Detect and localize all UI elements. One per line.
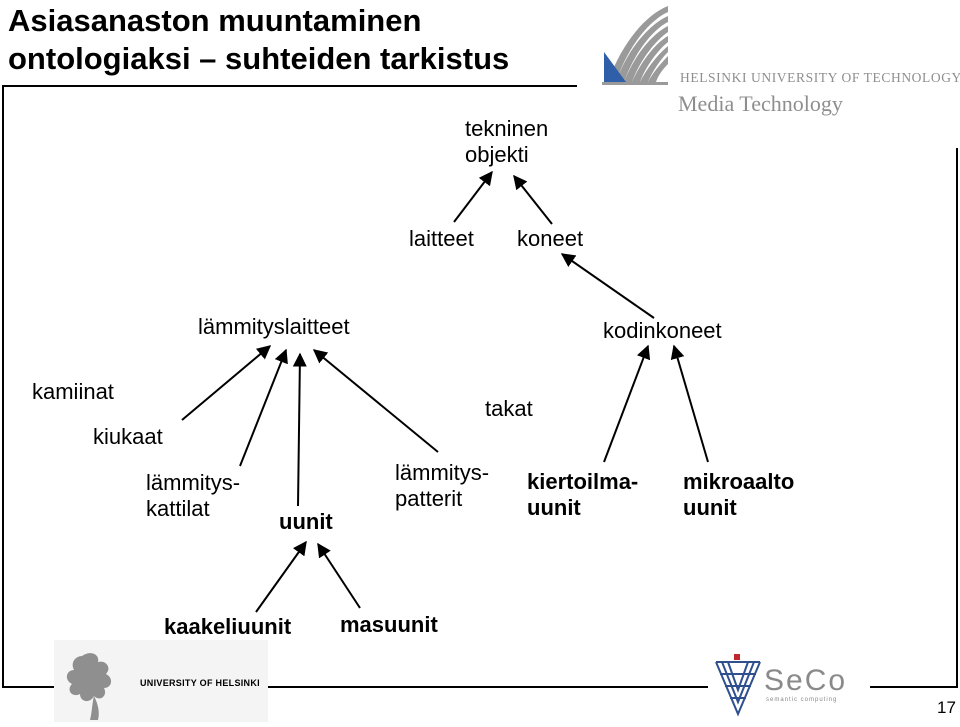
arrow-masuunit-to-uunit: [317, 542, 361, 609]
seco-logo-text: SeCo: [764, 664, 848, 697]
arrow-kiertoilmauunit-to-kodinkoneet: [603, 344, 651, 463]
node-tekninen-objekti-line1: tekninen: [465, 116, 549, 141]
node-lammityspatterit: lämmitys- patterit: [395, 460, 489, 512]
page-number: 17: [937, 698, 956, 717]
arrow-lammityspatterit-to-lammityslaitteet: [312, 349, 439, 453]
node-lammityspatterit-line1: lämmitys-: [395, 460, 490, 485]
node-tekninen-objekti-line2: objekti: [465, 142, 529, 167]
node-takat: takat: [485, 396, 533, 421]
node-uunit: uunit: [279, 509, 333, 534]
arrow-kodinkoneet-to-koneet: [560, 253, 655, 319]
uh-logo-icon: [54, 640, 268, 722]
node-kiertoilmauunit: kiertoilma- uunit: [527, 469, 638, 521]
node-lammityskattilat-line1: lämmitys-: [146, 470, 241, 495]
node-mikroaaltouunit-line2: uunit: [683, 495, 737, 520]
hut-logo-text: HELSINKI UNIVERSITY OF TECHNOLOGY: [680, 70, 960, 85]
arrow-lammityskattilat-to-lammityslaitteet: [239, 348, 288, 467]
node-tekninen-objekti: tekninen objekti: [465, 116, 548, 168]
seco-logo-subtext: semantic computing: [766, 697, 838, 703]
uh-logo-text: UNIVERSITY OF HELSINKI: [140, 678, 260, 688]
node-mikroaaltouunit-line1: mikroaalto: [683, 469, 795, 494]
node-kiertoilmauunit-line1: kiertoilma-: [527, 469, 639, 494]
node-koneet: koneet: [517, 226, 584, 251]
arrow-uunit-to-lammityslaitteet: [292, 352, 307, 507]
frame-bottom-border: [870, 686, 958, 688]
arrow-laitteet-to-tekninen-objekti: [453, 170, 493, 223]
hut-logo-icon: [602, 6, 668, 85]
node-mikroaaltouunit: mikroaalto uunit: [683, 469, 794, 521]
arrow-kaakeliuunit-to-uunit: [255, 540, 307, 613]
node-kamiinat: kamiinat: [32, 379, 114, 404]
node-kiertoilmauunit-line2: uunit: [527, 495, 581, 520]
arrow-koneet-to-tekninen-objekti: [513, 174, 553, 225]
node-kodinkoneet: kodinkoneet: [603, 318, 722, 343]
frame-bottom-border: [2, 686, 54, 688]
node-kaakeliuunit: kaakeliuunit: [164, 614, 292, 639]
node-laitteet: laitteet: [409, 226, 474, 251]
node-lammityskattilat: lämmitys- kattilat: [146, 470, 240, 522]
frame-right-border: [956, 148, 958, 688]
slide-title: Asiasanaston muuntaminen ontologiaksi – …: [8, 2, 509, 78]
frame-top-border: [2, 85, 577, 87]
title-line-2: ontologiaksi – suhteiden tarkistus: [8, 41, 510, 76]
arrow-kiukaat-to-lammityslaitteet: [181, 345, 272, 421]
title-line-1: Asiasanaston muuntaminen: [8, 3, 422, 38]
frame-left-border: [2, 85, 4, 688]
node-lammityspatterit-line2: patterit: [395, 486, 463, 511]
arrow-mikroaaltouunit-to-kodinkoneet: [670, 344, 709, 463]
node-lammityskattilat-line2: kattilat: [146, 496, 210, 521]
node-masuunit: masuunit: [340, 612, 438, 637]
node-lammityslaitteet: lämmityslaitteet: [198, 314, 350, 339]
hut-logo-subtitle: Media Technology: [678, 91, 843, 116]
seco-logo-icon: [715, 654, 761, 717]
frame-bottom-border: [268, 686, 708, 688]
node-kiukaat: kiukaat: [93, 424, 163, 449]
